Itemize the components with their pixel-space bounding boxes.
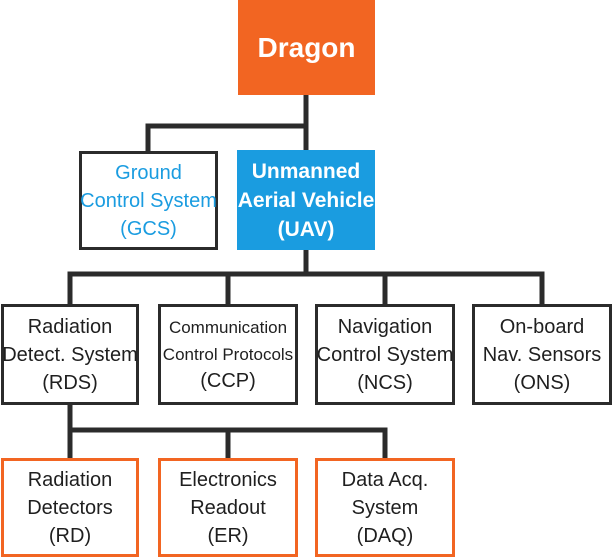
node-daq-line-3: (DAQ) <box>356 524 414 547</box>
node-rd-line-2: Detectors <box>27 496 113 519</box>
node-uav-line-3: (UAV) <box>277 217 335 241</box>
node-gcs: Ground Control System (GCS) <box>79 151 218 250</box>
node-gcs-line-1: Ground <box>115 161 182 184</box>
node-uav: Unmanned Aerial Vehicle (UAV) <box>237 150 375 250</box>
node-rd-line-3: (RD) <box>48 524 92 547</box>
node-ons-line-1: On-board <box>499 315 585 338</box>
node-gcs-line-3: (GCS) <box>120 217 177 240</box>
node-ccp: Communication Control Protocols (CCP) <box>158 304 298 405</box>
node-er-line-3: (ER) <box>207 524 249 547</box>
node-dragon: Dragon <box>238 0 375 95</box>
node-daq-line-1: Data Acq. <box>341 468 429 491</box>
node-ncs-line-3: (NCS) <box>357 371 413 394</box>
node-ccp-line-1: Communication <box>168 318 288 337</box>
node-uav-line-2: Aerial Vehicle <box>237 188 375 212</box>
node-ncs-line-1: Navigation <box>337 315 433 338</box>
node-rds-line-1: Radiation <box>27 315 113 338</box>
node-rd-line-1: Radiation <box>27 468 113 491</box>
node-ons-line-3: (ONS) <box>513 371 571 394</box>
node-ccp-line-3: (CCP) <box>200 370 256 392</box>
node-er-line-1: Electronics <box>179 468 277 491</box>
node-er-line-2: Readout <box>190 496 266 519</box>
node-ccp-line-2: Control Protocols <box>162 345 294 364</box>
node-ons: On-board Nav. Sensors (ONS) <box>472 304 612 405</box>
node-ons-line-2: Nav. Sensors <box>482 343 602 366</box>
node-daq: Data Acq. System (DAQ) <box>315 458 455 557</box>
node-gcs-line-2: Control System <box>80 189 217 212</box>
node-rds-line-2: Detect. System <box>2 343 138 366</box>
node-ncs: Navigation Control System (NCS) <box>315 304 455 405</box>
node-uav-line-1: Unmanned <box>251 159 361 183</box>
node-er: Electronics Readout (ER) <box>158 458 298 557</box>
node-ncs-line-2: Control System <box>316 343 454 366</box>
node-daq-line-2: System <box>351 496 419 519</box>
node-rd: Radiation Detectors (RD) <box>1 458 139 557</box>
node-rds-line-3: (RDS) <box>42 371 98 394</box>
node-rds: Radiation Detect. System (RDS) <box>1 304 139 405</box>
node-dragon-label: Dragon <box>257 31 356 63</box>
